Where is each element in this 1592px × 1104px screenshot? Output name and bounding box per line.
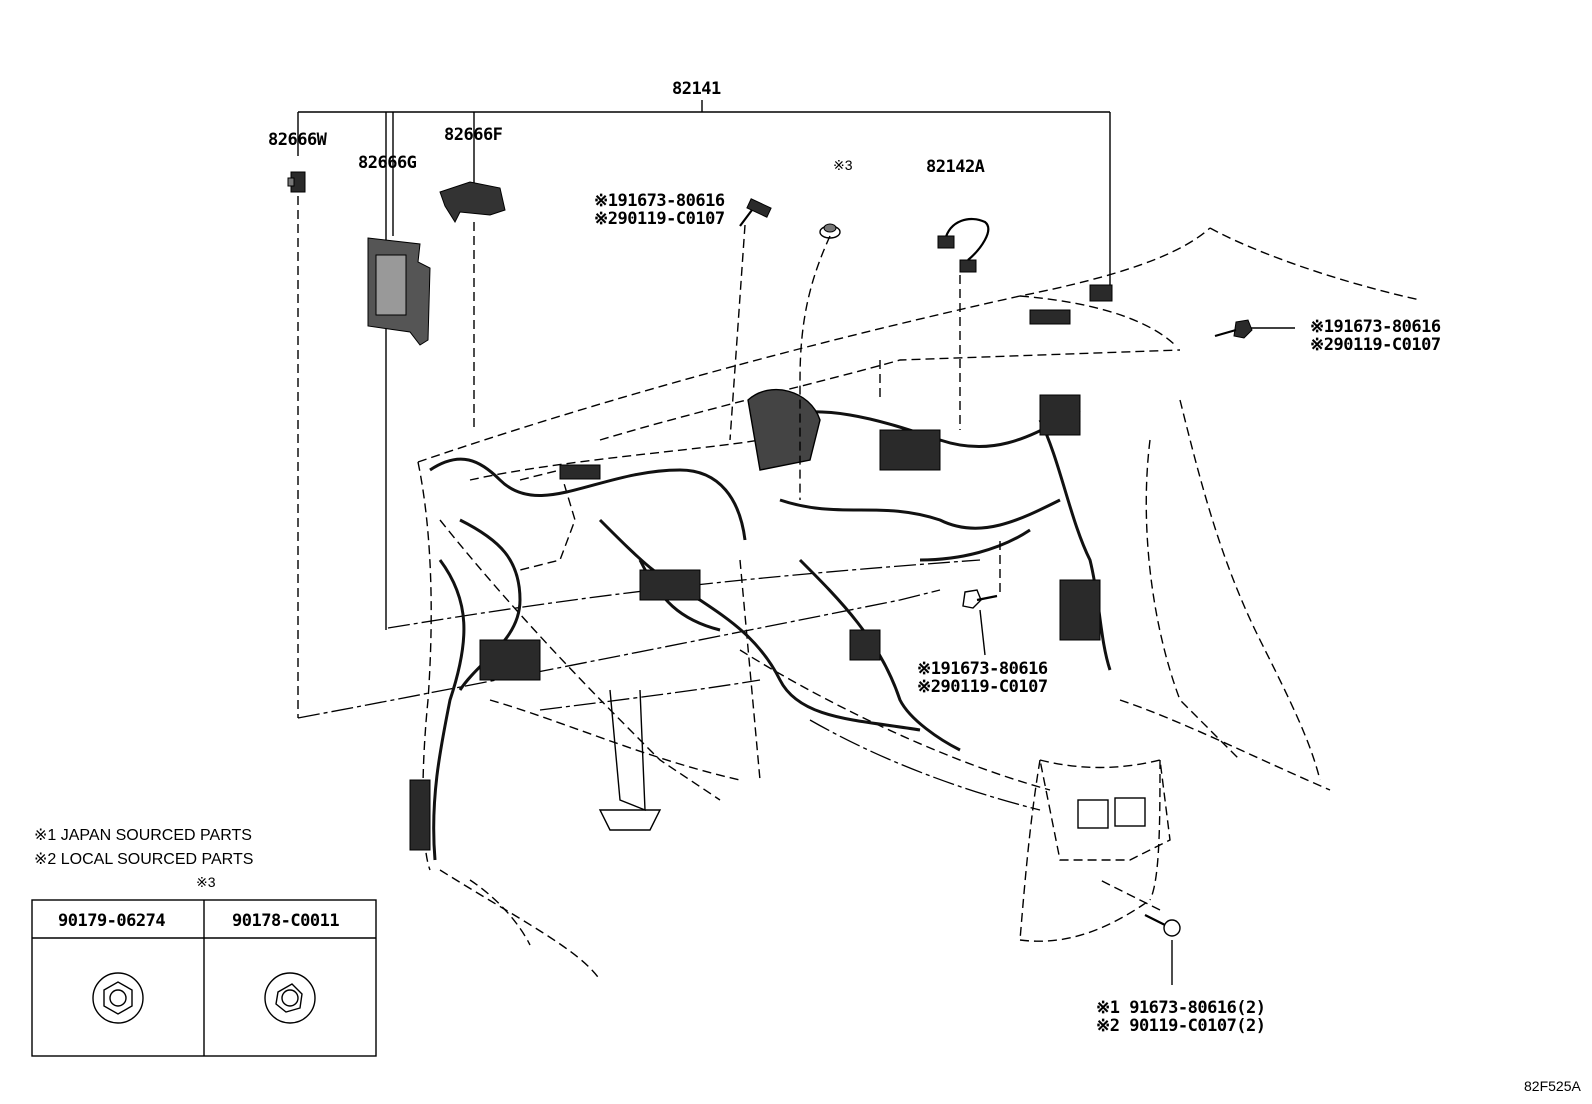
main-part-bracket <box>297 100 1111 630</box>
svg-text:※290119-C0107: ※290119-C0107 <box>594 209 725 229</box>
svg-text:※191673-80616: ※191673-80616 <box>594 191 725 211</box>
svg-text:※2 90119-C0107(2): ※2 90119-C0107(2) <box>1096 1016 1266 1036</box>
label-82666g: 82666G <box>358 153 417 173</box>
nut-mark3[interactable] <box>819 223 841 239</box>
dashboard-outline <box>297 227 1421 981</box>
hex-nut-icon <box>92 972 144 1024</box>
label-mark3: ※3 <box>833 157 853 173</box>
holder-82666f[interactable] <box>439 181 506 224</box>
svg-text:※290119-C0107: ※290119-C0107 <box>1310 335 1441 355</box>
leader-lines <box>297 196 1295 985</box>
svg-text:※290119-C0107: ※290119-C0107 <box>917 677 1048 697</box>
label-82142a: 82142A <box>926 157 985 177</box>
diagram-id: 82F525A <box>1524 1078 1581 1094</box>
note-local-sourced: ※2 LOCAL SOURCED PARTS <box>34 851 253 868</box>
svg-text:※1 91673-80616(2): ※1 91673-80616(2) <box>1096 998 1266 1018</box>
harness-82142a[interactable] <box>937 217 990 273</box>
bolt-bottom[interactable] <box>1144 914 1181 937</box>
callout-bolt-bottom: ※1 91673-80616(2) ※2 90119-C0107(2) <box>1096 998 1266 1036</box>
bracket-82666g[interactable] <box>367 237 431 346</box>
label-82666w: 82666W <box>268 130 328 150</box>
table-col-2: 90178-C0011 <box>232 911 339 931</box>
callout-bolt-top: ※191673-80616 ※290119-C0107 <box>594 191 725 229</box>
bolt-right[interactable] <box>1214 319 1253 339</box>
callout-bolt-center: ※191673-80616 ※290119-C0107 <box>917 659 1048 697</box>
note-japan-sourced: ※1 JAPAN SOURCED PARTS <box>34 827 252 844</box>
label-82666f: 82666F <box>444 125 503 145</box>
flange-nut-icon <box>264 972 316 1024</box>
clip-82666w[interactable] <box>287 171 306 193</box>
wire-harness <box>409 284 1113 861</box>
svg-text:※191673-80616: ※191673-80616 <box>1310 317 1441 337</box>
svg-text:※191673-80616: ※191673-80616 <box>917 659 1048 679</box>
label-82141: 82141 <box>672 79 721 99</box>
fastener-table: 90179-06274 90178-C0011 <box>31 899 377 1057</box>
callout-bolt-right: ※191673-80616 ※290119-C0107 <box>1310 317 1441 355</box>
bolt-center[interactable] <box>962 589 998 609</box>
bolt-top-center[interactable] <box>739 198 772 227</box>
table-title: ※3 <box>196 874 216 890</box>
table-col-1: 90179-06274 <box>58 911 165 931</box>
